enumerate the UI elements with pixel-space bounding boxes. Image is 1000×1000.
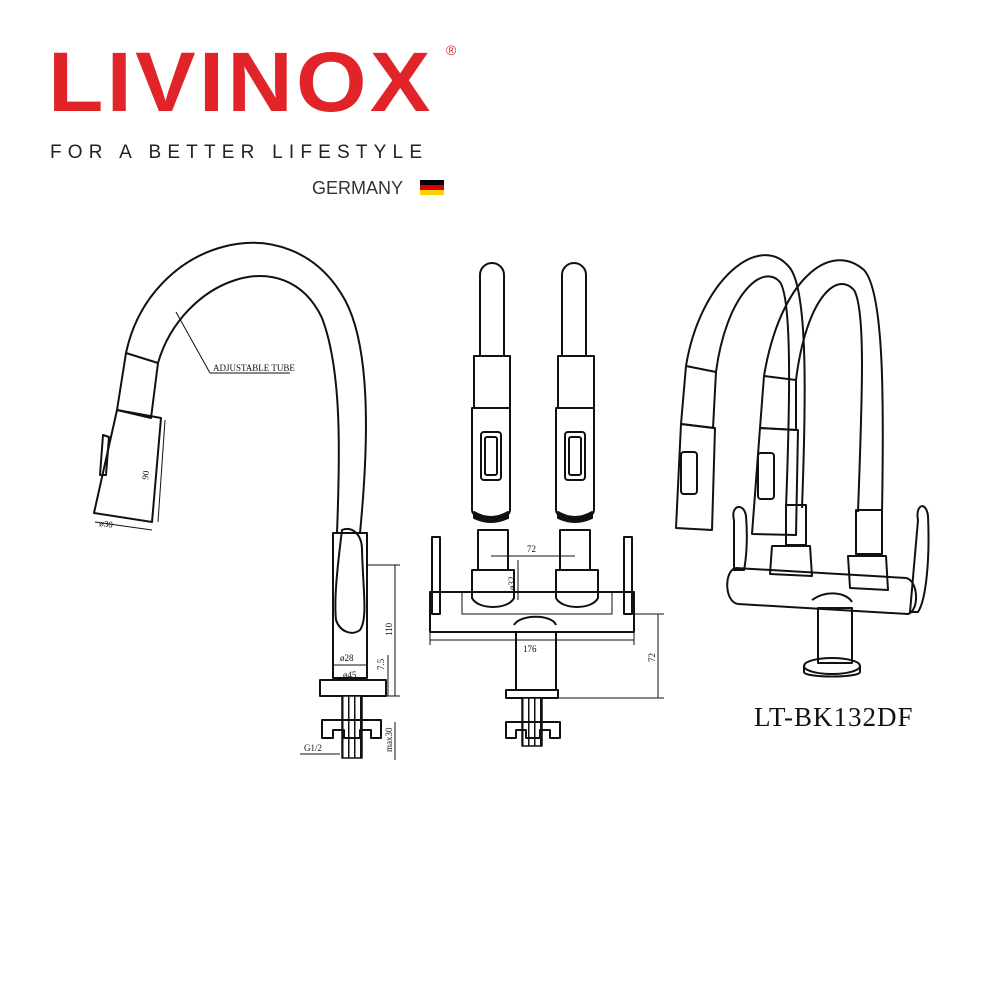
registered-mark: ® bbox=[446, 42, 457, 58]
label-valve-dia: ø32 bbox=[507, 577, 517, 591]
label-height-72: 72 bbox=[647, 653, 657, 662]
front-head-upper bbox=[759, 375, 797, 431]
left-valve bbox=[471, 569, 515, 608]
spray-head bbox=[93, 409, 162, 523]
label-max30: max30 bbox=[384, 727, 394, 752]
front-head-button bbox=[757, 452, 775, 500]
label-width-176: 176 bbox=[523, 644, 537, 654]
front-collar bbox=[855, 509, 883, 555]
right-head bbox=[555, 407, 595, 520]
gooseneck-tube bbox=[125, 241, 367, 534]
germany-flag-icon bbox=[420, 180, 444, 195]
right-handle bbox=[623, 536, 633, 615]
rear-gooseneck bbox=[685, 254, 806, 509]
label-body-dia: ø28 bbox=[340, 653, 354, 663]
dim-spray-dia bbox=[94, 521, 153, 531]
center-column bbox=[515, 631, 557, 691]
valve-body-inner bbox=[461, 592, 613, 615]
label-spacing-72: 72 bbox=[527, 544, 536, 554]
dimension-labels: ADJUSTABLE TUBE ø30 90 ø28 ø45 110 7.5 m… bbox=[99, 363, 657, 753]
left-head-button-inner bbox=[484, 436, 498, 476]
right-tube-top bbox=[561, 262, 587, 356]
left-nozzle bbox=[473, 511, 509, 523]
thread-rod bbox=[341, 695, 363, 759]
label-spray-dia: ø30 bbox=[99, 518, 114, 530]
perspective-view bbox=[675, 254, 930, 678]
rear-head-upper bbox=[680, 365, 717, 429]
flag-stripe-gold bbox=[420, 190, 444, 195]
brand-logo: LIVINOX bbox=[48, 35, 434, 129]
right-head-upper bbox=[557, 355, 595, 409]
label-base-dia: ø45 bbox=[343, 670, 357, 680]
model-number: LT-BK132DF bbox=[754, 702, 914, 732]
right-head-button bbox=[564, 431, 586, 481]
front-mounting-nut bbox=[505, 721, 561, 739]
front-handle bbox=[909, 505, 930, 613]
perspective-bridge bbox=[811, 592, 853, 603]
front-gooseneck bbox=[763, 259, 884, 513]
flag-stripe-black bbox=[420, 180, 444, 185]
right-valve bbox=[555, 569, 599, 608]
label-thread: G1/2 bbox=[304, 743, 322, 753]
label-height-110: 110 bbox=[384, 622, 394, 636]
perspective-column bbox=[817, 607, 853, 664]
perspective-valve-shoulder bbox=[769, 545, 889, 591]
perspective-base-ring bbox=[803, 666, 861, 678]
rear-head bbox=[675, 423, 716, 531]
brand-header: LIVINOX ® FOR A BETTER LIFESTYLE GERMANY bbox=[48, 35, 468, 198]
rear-handle bbox=[732, 506, 748, 571]
right-valve-collar bbox=[559, 529, 591, 571]
base-plate bbox=[319, 679, 387, 697]
left-valve-collar bbox=[477, 529, 509, 571]
left-tube-top bbox=[479, 262, 505, 356]
right-head-button-inner bbox=[568, 436, 582, 476]
body bbox=[332, 532, 368, 679]
left-head bbox=[471, 407, 511, 520]
adjustable-tube-leader bbox=[175, 311, 211, 374]
rear-head-button bbox=[680, 451, 698, 495]
brand-country: GERMANY bbox=[312, 178, 404, 198]
flag-stripe-red bbox=[420, 185, 444, 190]
left-head-upper bbox=[473, 355, 511, 409]
bridge bbox=[513, 615, 557, 626]
right-nozzle bbox=[557, 511, 593, 523]
front-head bbox=[751, 427, 799, 536]
label-adjustable-tube: ADJUSTABLE TUBE bbox=[213, 363, 295, 373]
spray-head-upper bbox=[116, 352, 159, 419]
front-view bbox=[429, 262, 664, 747]
label-spray-len: 90 bbox=[140, 470, 151, 480]
left-head-button bbox=[480, 431, 502, 481]
side-view bbox=[93, 241, 400, 760]
front-base-plate bbox=[505, 689, 559, 699]
lever-handle bbox=[334, 528, 366, 634]
mounting-nut bbox=[321, 719, 382, 739]
left-handle bbox=[431, 536, 441, 615]
perspective-base bbox=[803, 657, 861, 675]
spray-button bbox=[99, 434, 110, 476]
dim-spray-len bbox=[157, 419, 166, 523]
perspective-valve-body bbox=[726, 567, 917, 615]
brand-tagline: FOR A BETTER LIFESTYLE bbox=[50, 142, 429, 163]
label-flange-7-5: 7.5 bbox=[376, 658, 386, 670]
valve-body bbox=[429, 591, 635, 633]
